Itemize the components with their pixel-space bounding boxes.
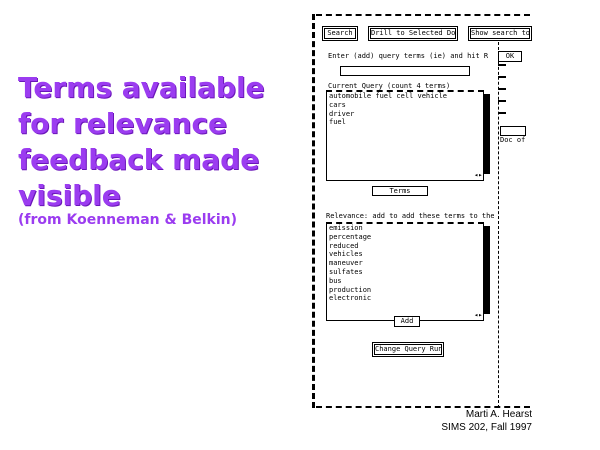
list-item[interactable]: percentage: [329, 232, 372, 241]
feedback-label: Relevance: add to add these terms to the…: [326, 212, 494, 220]
list-item[interactable]: cars: [329, 100, 346, 109]
feedback-terms-list[interactable]: emission percentage reduced vehicles man…: [326, 222, 484, 321]
pane-marker: [498, 112, 506, 114]
pane-marker: [498, 76, 506, 78]
credit-course: SIMS 202, Fall 1997: [441, 422, 532, 433]
list-item[interactable]: production: [329, 285, 372, 294]
credit-author: Marti A. Hearst: [465, 409, 532, 420]
frame-left-border: [312, 14, 315, 408]
search-button[interactable]: Search: [324, 28, 356, 39]
title-line: for relevance: [18, 107, 228, 140]
slide-title: Terms available for relevance feedback m…: [18, 70, 288, 214]
pane-marker: [498, 64, 506, 66]
scroll-arrows-icon[interactable]: ◂▸: [474, 171, 483, 179]
title-line: feedback made: [18, 143, 260, 176]
list-item[interactable]: reduced: [329, 241, 359, 250]
query-input[interactable]: [340, 66, 470, 76]
terms-caption: Terms: [372, 186, 428, 196]
frame-bottom-border: [316, 406, 530, 408]
result-label: Doc of: [500, 136, 526, 144]
title-line: Terms available: [18, 71, 265, 104]
slide-credit: Marti A. Hearst SIMS 202, Fall 1997: [420, 408, 532, 434]
change-query-button[interactable]: Change Query Run: [374, 344, 442, 355]
current-query-label: Current Query (count 4 terms): [328, 82, 451, 90]
pane-marker: [498, 100, 506, 102]
list-item[interactable]: sulfates: [329, 267, 363, 276]
query-scrollbar[interactable]: [484, 94, 490, 174]
frame-top-border: [316, 14, 530, 16]
title-line: visible: [18, 179, 121, 212]
show-topic-button[interactable]: Show search topic: [470, 28, 530, 39]
feedback-scrollbar[interactable]: [484, 226, 490, 314]
pane-marker: [498, 88, 506, 90]
list-item[interactable]: vehicles: [329, 250, 363, 259]
query-prompt: Enter (add) query terms (ie) and hit RET…: [328, 52, 488, 60]
list-item[interactable]: maneuver: [329, 259, 363, 268]
result-box[interactable]: [500, 126, 526, 136]
slide-subtitle: (from Koenneman & Belkin): [18, 212, 238, 228]
scroll-arrows-icon[interactable]: ◂▸: [474, 311, 483, 319]
query-terms-list[interactable]: automobile fuel cell vehicle cars driver…: [326, 90, 484, 181]
interface-screenshot: Search Drill to Selected Doc Show search…: [312, 14, 530, 408]
list-item[interactable]: electronic: [329, 294, 372, 303]
list-item[interactable]: automobile fuel cell vehicle: [329, 92, 448, 100]
list-item[interactable]: driver: [329, 109, 355, 118]
list-item[interactable]: fuel: [329, 118, 346, 127]
list-item[interactable]: emission: [329, 224, 363, 232]
drill-button[interactable]: Drill to Selected Doc: [370, 28, 456, 39]
add-button[interactable]: Add: [394, 316, 420, 327]
list-item[interactable]: bus: [329, 276, 342, 285]
result-pane: [498, 42, 531, 408]
